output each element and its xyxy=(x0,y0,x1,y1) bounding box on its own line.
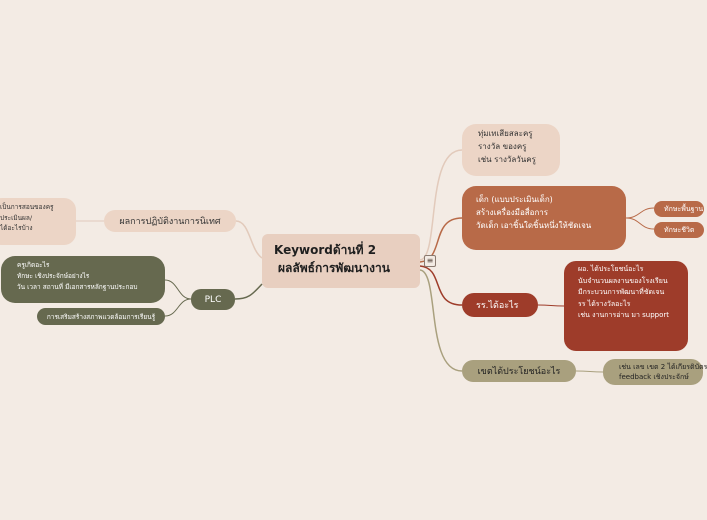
topic-text: สร้างเครื่องมือสื่อการ xyxy=(476,208,549,217)
topic-text: เช่น เลข เขต 2 ได้เกียรติบัตร xyxy=(619,363,707,371)
topic-text: เป็นการสอนของครู xyxy=(0,203,54,211)
topic-text: รางวัล ของครู xyxy=(478,142,527,151)
subtopic-school-benefit-detail[interactable]: ผอ. ได้ประโยชน์อะไร นับจำนวนผลงานของโรงเ… xyxy=(564,261,688,351)
subtopic-life-skills[interactable]: ทักษะชีวิต xyxy=(654,222,704,238)
central-topic-line1: Keywordด้านที่ 2 xyxy=(274,243,377,257)
topic-supervision-result[interactable]: ผลการปฏิบัติงานการนิเทศ xyxy=(104,210,236,232)
subtopic-plc-teacher[interactable]: ครูเกิดอะไร ทักษะ เชิงประจักษ์อย่างไร วั… xyxy=(1,256,165,303)
topic-text: ทุ่มเทเสียสละครู xyxy=(478,129,533,138)
subtopic-plc-environment[interactable]: การเสริมสร้างสภาพแวดล้อมการเรียนรู้ xyxy=(37,308,165,325)
topic-text: วัน เวลา สถานที่ มีเอกสารหลักฐานประกอบ xyxy=(17,283,138,291)
topic-district-benefit[interactable]: เขตได้ประโยชน์อะไร xyxy=(462,360,576,382)
central-topic-line2: ผลลัพธ์การพัฒนางาน xyxy=(278,261,390,275)
subtopic-supervision-detail[interactable]: เป็นการสอนของครู ประเมินผล/ ได้อะไรบ้าง xyxy=(0,198,76,245)
topic-text: feedback เชิงประจักษ์ xyxy=(619,373,689,381)
topic-school-benefit[interactable]: รร.ได้อะไร xyxy=(462,293,538,317)
topic-text: เด็ก (แบบประเมินเด็ก) xyxy=(476,195,553,204)
topic-text: ประเมินผล/ xyxy=(0,213,33,222)
topic-text: รร ได้รางวัลอะไร xyxy=(578,299,631,308)
topic-text: เช่น งานการอ่าน มา support xyxy=(578,311,670,319)
topic-text: ได้อะไรบ้าง xyxy=(0,224,33,232)
topic-student-assessment[interactable]: เด็ก (แบบประเมินเด็ก) สร้างเครื่องมือสื่… xyxy=(462,186,626,250)
subtopic-basic-skills[interactable]: ทักษะพื้นฐาน xyxy=(654,201,704,217)
topic-text: ผอ. ได้ประโยชน์อะไร xyxy=(578,265,644,273)
topic-teacher-dedication[interactable]: ทุ่มเทเสียสละครู รางวัล ของครู เช่น รางว… xyxy=(462,124,560,176)
subtopic-district-benefit-detail[interactable]: เช่น เลข เขต 2 ได้เกียรติบัตร feedback เ… xyxy=(603,359,707,385)
topic-text: ครูเกิดอะไร xyxy=(17,261,50,269)
topic-text: เช่น รางวัลวันครู xyxy=(478,155,536,164)
topic-text: ทักษะ เชิงประจักษ์อย่างไร xyxy=(17,272,90,280)
menu-icon[interactable]: ≡ xyxy=(424,255,436,267)
topic-plc[interactable]: PLC xyxy=(191,289,235,310)
central-topic[interactable]: Keywordด้านที่ 2 ผลลัพธ์การพัฒนางาน xyxy=(262,234,420,288)
topic-text: มีกระบวนการพัฒนาที่ชัดเจน xyxy=(578,288,665,296)
topic-text: วัดเด็ก เอาชิ้นใดชิ้นหนึ่งให้ชัดเจน xyxy=(476,221,592,230)
topic-text: นับจำนวนผลงานของโรงเรียน xyxy=(578,276,668,285)
